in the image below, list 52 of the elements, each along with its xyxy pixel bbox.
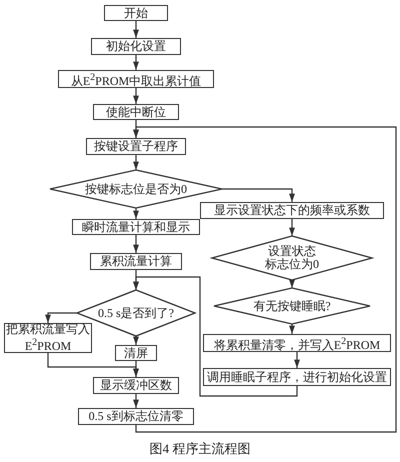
arrow xyxy=(133,361,139,377)
arrow xyxy=(133,55,139,70)
decision-text: 设置状态标志位为0 xyxy=(265,245,319,271)
step-text: 把累积流量写入E$^{2}$PROM xyxy=(5,323,91,353)
step-text: 使能中断位 xyxy=(106,106,166,118)
process-box xyxy=(91,38,181,55)
step-text: 显示设置状态下的频率或系数 xyxy=(214,204,370,217)
arrow xyxy=(133,21,139,38)
process-box xyxy=(115,345,157,361)
process-box xyxy=(78,408,194,425)
step-text: 初始化设置 xyxy=(106,40,166,53)
decision-diamond xyxy=(77,290,195,336)
arrow xyxy=(133,208,139,219)
step-text: 累积流量计算 xyxy=(100,255,172,268)
step-text: 开始 xyxy=(124,6,148,20)
step-text: 瞬时流量计算和显示 xyxy=(82,220,190,234)
arrow xyxy=(294,352,300,368)
decision-diamond xyxy=(212,236,372,280)
process-box xyxy=(86,138,186,155)
step-text: 从E$^{2}$PROM中取出累计值 xyxy=(70,70,202,88)
arrow xyxy=(133,336,139,345)
arrow xyxy=(289,219,295,236)
process-box xyxy=(104,5,168,21)
process-box xyxy=(93,104,179,120)
step-text: 清屏 xyxy=(124,346,148,360)
arrow xyxy=(133,155,139,170)
figure-caption: 图4 程序主流程图 xyxy=(148,440,252,458)
arrow xyxy=(133,276,298,397)
arrow xyxy=(289,324,295,334)
step-text: 0.5 s到标志位清零 xyxy=(88,410,184,423)
process-box xyxy=(72,219,200,235)
arrow xyxy=(133,394,139,408)
arrow xyxy=(133,235,139,253)
arrow xyxy=(45,312,77,323)
step-text: 按键设置子程序 xyxy=(94,140,178,153)
arrow xyxy=(289,280,295,288)
process-box xyxy=(203,334,391,352)
process-box xyxy=(203,368,391,386)
arrow xyxy=(222,188,295,202)
step-text: 调用睡眠子程序，进行初始化设置 xyxy=(207,370,387,384)
decision-text: 有无按键睡眠? xyxy=(253,300,331,312)
process-box xyxy=(200,202,384,219)
process-box xyxy=(93,377,179,394)
decision-text: 0.5 s是否到了? xyxy=(98,306,174,320)
step-text: 将累积量清零，并写入E$^{2}$PROM xyxy=(214,334,380,352)
arrow xyxy=(133,126,397,433)
decision-diamond xyxy=(214,288,370,324)
step-text: 显示缓冲区数 xyxy=(100,379,172,392)
decision-text: 按键标志位是否为0 xyxy=(85,182,187,196)
process-box xyxy=(58,70,214,88)
arrow xyxy=(133,88,139,104)
process-box xyxy=(90,253,182,270)
